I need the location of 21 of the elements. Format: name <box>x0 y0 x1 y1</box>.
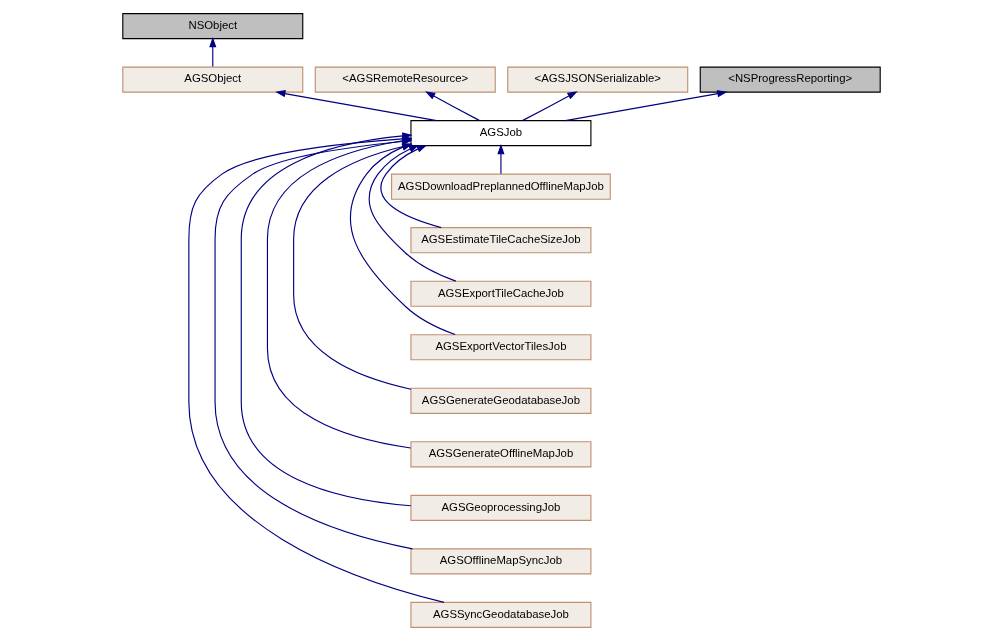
node-box: AGSDownloadPreplannedOfflineMapJob <box>390 173 611 200</box>
node-box: <AGSJSONSerializable> <box>506 66 688 93</box>
node-box: AGSGenerateGeodatabaseJob <box>409 387 591 414</box>
arrow <box>496 143 505 174</box>
arrow <box>521 90 578 121</box>
node-box: AGSEstimateTileCacheSizeJob <box>409 226 591 253</box>
arrow <box>274 89 437 121</box>
node-box: AGSSyncGeodatabaseJob <box>409 601 591 628</box>
node-box: <NSProgressReporting> <box>699 66 881 93</box>
arrow <box>564 89 728 121</box>
node-box: AGSObject <box>121 66 303 93</box>
node-box: AGSExportTileCacheJob <box>409 280 591 307</box>
node-box: AGSGeoprocessingJob <box>409 494 591 521</box>
arrow <box>208 36 216 67</box>
node-box: <AGSRemoteResource> <box>314 66 496 93</box>
node-box: AGSOfflineMapSyncJob <box>409 547 591 574</box>
arrow <box>424 90 480 121</box>
node-box: AGSGenerateOfflineMapJob <box>409 440 591 467</box>
node-box: AGSJob <box>409 119 591 146</box>
node-box: NSObject <box>121 12 303 39</box>
node-box: AGSExportVectorTilesJob <box>409 333 591 360</box>
